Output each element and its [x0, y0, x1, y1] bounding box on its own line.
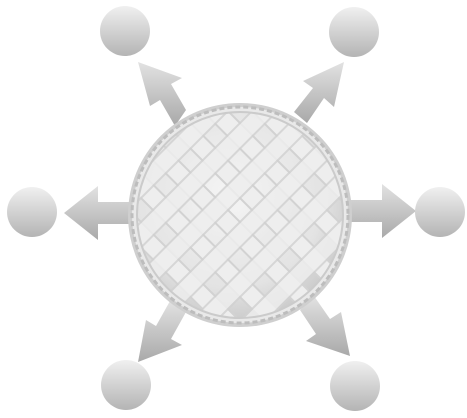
arrow-left	[64, 186, 130, 240]
arrow-top-left	[138, 62, 186, 126]
arrow-bottom-right	[300, 296, 350, 356]
node-top-left	[100, 6, 150, 56]
node-left	[7, 187, 57, 237]
arrow-right	[350, 184, 416, 238]
node-bottom-left	[101, 360, 151, 410]
node-bottom-right	[330, 361, 380, 411]
node-top-right	[329, 7, 379, 57]
arrow-bottom-left	[138, 301, 186, 362]
arrow-top-right	[294, 62, 344, 123]
node-right	[415, 187, 465, 237]
